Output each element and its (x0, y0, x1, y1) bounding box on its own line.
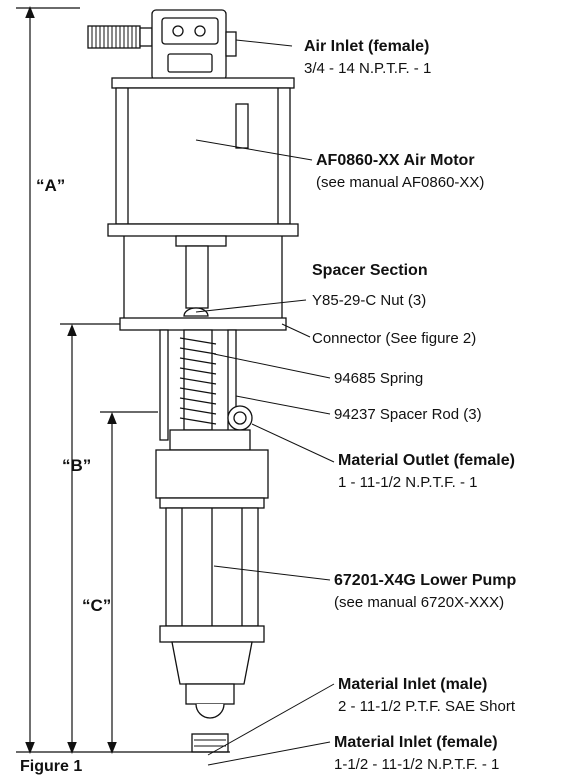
connector-label: Connector (See figure 2) (312, 330, 477, 347)
air-inlet-title: Air Inlet (female) (304, 38, 430, 55)
spacer-rod-label: 94237 Spacer Rod (3) (334, 406, 482, 423)
material-outlet-detail: 1 - 11-1/2 N.P.T.F. - 1 (338, 474, 478, 491)
air-motor-title: AF0860-XX Air Motor (316, 152, 475, 169)
spacer-section (119, 236, 287, 331)
figure-caption: Figure 1 (20, 758, 83, 775)
material-inlet-male-title: Material Inlet (male) (338, 676, 488, 693)
material-inlet-female-title: Material Inlet (female) (334, 734, 498, 751)
air-motor-detail: (see manual AF0860-XX) (316, 174, 485, 191)
material-outlet-title: Material Outlet (female) (338, 452, 515, 469)
dimension-lines (16, 5, 230, 754)
lower-pump-body (159, 507, 265, 753)
spacer-section-title: Spacer Section (312, 262, 428, 279)
outlet-body (155, 429, 269, 509)
material-inlet-female-detail: 1-1/2 - 11-1/2 N.P.T.F. - 1 (334, 756, 500, 773)
leader-lines (195, 39, 335, 766)
muffler (87, 25, 153, 49)
dimension-a: “A” (36, 176, 66, 195)
air-inlet-detail: 3/4 - 14 N.P.T.F. - 1 (304, 60, 432, 77)
material-inlet-male-detail: 2 - 11-1/2 P.T.F. SAE Short (338, 698, 516, 715)
air-motor-body (107, 77, 299, 247)
lower-pump-title: 67201-X4G Lower Pump (334, 572, 517, 589)
air-valve-block (151, 9, 237, 81)
dimension-b: “B” (62, 456, 92, 475)
spring-label: 94685 Spring (334, 370, 424, 387)
dimension-c: “C” (82, 596, 112, 615)
nut-label: Y85-29-C Nut (3) (312, 292, 427, 309)
lower-pump-detail: (see manual 6720X-XXX) (334, 594, 505, 611)
spring-and-rods (159, 329, 253, 441)
